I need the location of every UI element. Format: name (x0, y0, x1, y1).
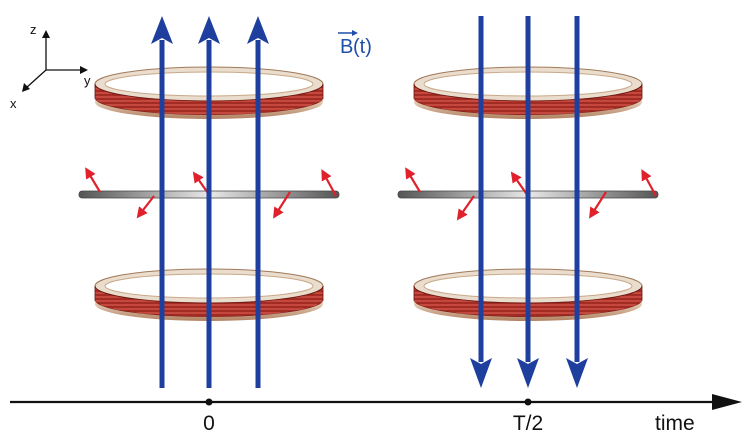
y-axis-head (80, 66, 88, 74)
vector-bar-head (352, 30, 358, 36)
field-label: B (t) (338, 30, 372, 58)
spin-arrow-0-1 (136, 195, 155, 219)
coil-base-rim (95, 300, 323, 321)
x-axis-label: x (10, 96, 17, 111)
panel-t0 (78, 16, 340, 388)
field-arrowhead-0-1 (198, 16, 220, 44)
timeline-arrowhead (712, 394, 742, 410)
field-arrowhead-1-2 (566, 358, 588, 388)
coil-base-rim (95, 98, 323, 119)
field-symbol: B (340, 36, 353, 58)
spin-arrow-0-4 (321, 169, 337, 197)
z-axis-label: z (30, 22, 37, 37)
x-axis-line (25, 69, 47, 89)
field-suffix: (t) (353, 36, 372, 58)
timeline: 0 T/2 time (10, 394, 742, 435)
spin-arrow-1-0 (405, 167, 421, 193)
tick-label-0: 0 (203, 412, 215, 435)
spin-arrow-1-1 (456, 195, 475, 221)
spin-arrow-0-0 (85, 167, 101, 193)
field-arrowhead-1-0 (470, 358, 492, 388)
panel-t-half (397, 16, 659, 388)
spin-arrow-1-4 (641, 169, 657, 197)
field-arrowhead-0-2 (247, 16, 269, 44)
coil-base-rim (414, 98, 642, 119)
z-axis-head (42, 30, 50, 38)
tick-dot-t-half (524, 398, 532, 406)
time-label: time (655, 412, 695, 435)
spin-arrow-0-3 (273, 191, 291, 219)
coil-base-rim (414, 300, 642, 321)
y-axis-label: y (84, 73, 91, 88)
tick-label-t-half: T/2 (513, 412, 543, 435)
tick-dot-0 (205, 398, 213, 406)
field-arrowhead-1-1 (517, 358, 539, 388)
spin-arrow-1-3 (589, 191, 607, 219)
coordinate-triad: z y x (10, 22, 91, 111)
x-axis-head (22, 83, 30, 92)
field-arrowhead-0-0 (151, 16, 173, 44)
